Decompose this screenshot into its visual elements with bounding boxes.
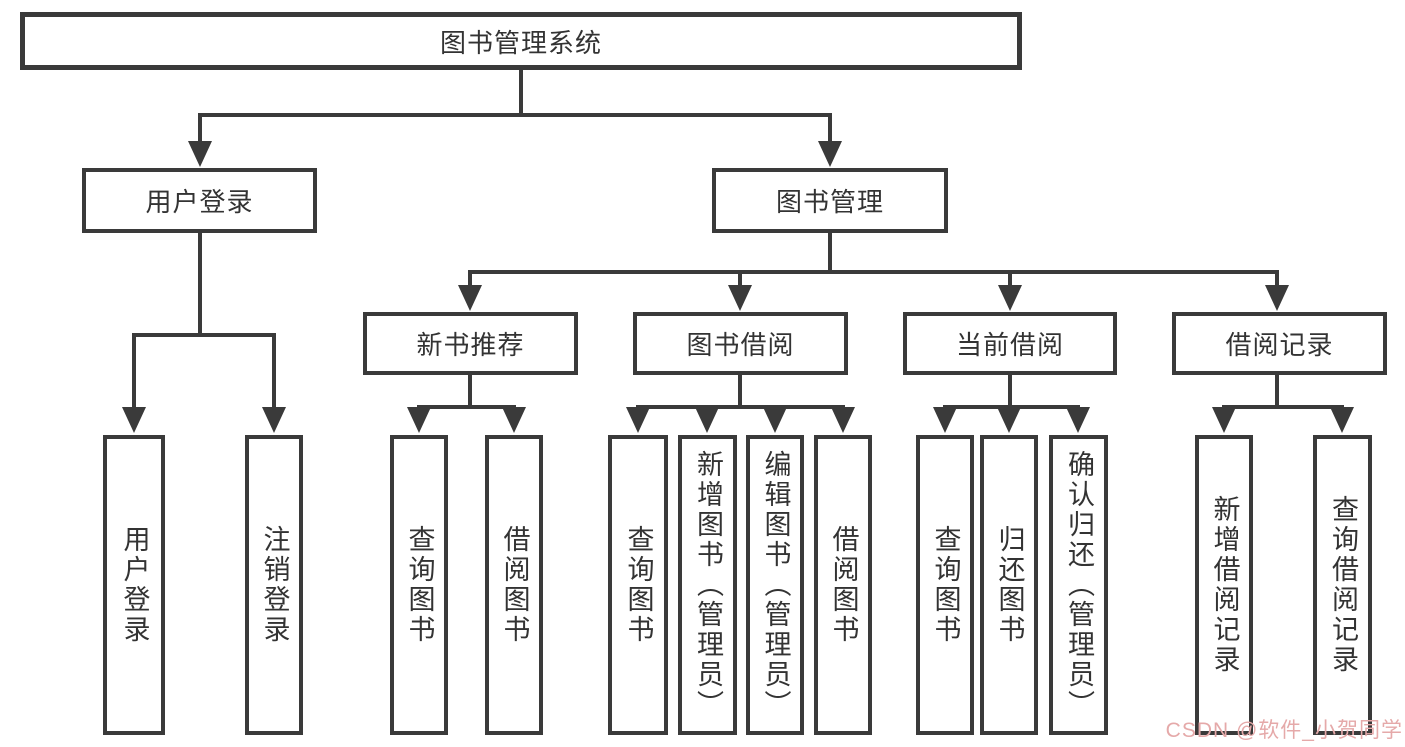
leaf-new-books-borrow: 借阅图书 [485, 435, 543, 735]
node-book-borrow: 图书借阅 [633, 312, 848, 375]
leaf-book-borrow-borrow: 借阅图书 [814, 435, 872, 735]
node-user-login: 用户登录 [82, 168, 317, 233]
node-new-books-label: 新书推荐 [416, 330, 525, 360]
leaf-current-borrow-query: 查询图书 [916, 435, 974, 735]
node-new-books: 新书推荐 [363, 312, 578, 375]
leaf-current-borrow-confirm: 确认归还（管理员） [1049, 435, 1108, 735]
leaf-label: 借阅图书 [828, 525, 859, 645]
node-borrow-records: 借阅记录 [1172, 312, 1387, 375]
leaf-book-borrow-query: 查询图书 [608, 435, 668, 735]
leaf-user-login-login: 用户登录 [103, 435, 165, 735]
leaf-label: 查询图书 [404, 525, 435, 645]
leaf-label: 编辑图书（管理员） [760, 450, 791, 720]
edges-book-borrow-to-leaves [626, 375, 855, 433]
node-root-label: 图书管理系统 [439, 27, 602, 58]
node-book-mgmt: 图书管理 [712, 168, 948, 233]
node-borrow-records-label: 借阅记录 [1225, 330, 1334, 360]
leaf-label: 归还图书 [994, 525, 1025, 645]
node-book-mgmt-label: 图书管理 [775, 187, 884, 217]
node-user-login-label: 用户登录 [145, 187, 254, 217]
leaf-current-borrow-return: 归还图书 [980, 435, 1038, 735]
leaf-user-login-logout: 注销登录 [245, 435, 303, 735]
leaf-label: 查询图书 [623, 525, 654, 645]
edges-user-login-to-leaves [122, 233, 286, 433]
leaf-borrow-records-add: 新增借阅记录 [1195, 435, 1253, 735]
edges-root-to-level2 [188, 68, 842, 167]
leaf-label: 确认归还（管理员） [1064, 450, 1094, 720]
edges-borrow-records-to-leaves [1212, 375, 1354, 433]
edges-new-books-to-leaves [407, 375, 526, 433]
leaf-label: 查询借阅记录 [1328, 495, 1358, 675]
leaf-label: 用户登录 [119, 525, 150, 645]
leaf-label: 注销登录 [259, 525, 290, 645]
csdn-watermark: CSDN @软件_小贺同学 [1165, 719, 1403, 742]
leaf-label: 新增借阅记录 [1209, 495, 1240, 675]
leaf-label: 查询图书 [930, 525, 961, 645]
edges-book-mgmt-to-level3 [458, 233, 1289, 311]
node-current-borrow-label: 当前借阅 [955, 330, 1064, 360]
node-book-borrow-label: 图书借阅 [686, 330, 795, 360]
edges-current-borrow-to-leaves [933, 375, 1090, 433]
leaf-borrow-records-query: 查询借阅记录 [1313, 435, 1372, 735]
leaf-label: 新增图书（管理员） [693, 450, 723, 720]
node-root: 图书管理系统 [20, 12, 1022, 70]
leaf-book-borrow-edit: 编辑图书（管理员） [746, 435, 804, 735]
leaf-book-borrow-add: 新增图书（管理员） [678, 435, 737, 735]
leaf-label: 借阅图书 [499, 525, 530, 645]
leaf-new-books-query: 查询图书 [390, 435, 448, 735]
node-current-borrow: 当前借阅 [903, 312, 1117, 375]
